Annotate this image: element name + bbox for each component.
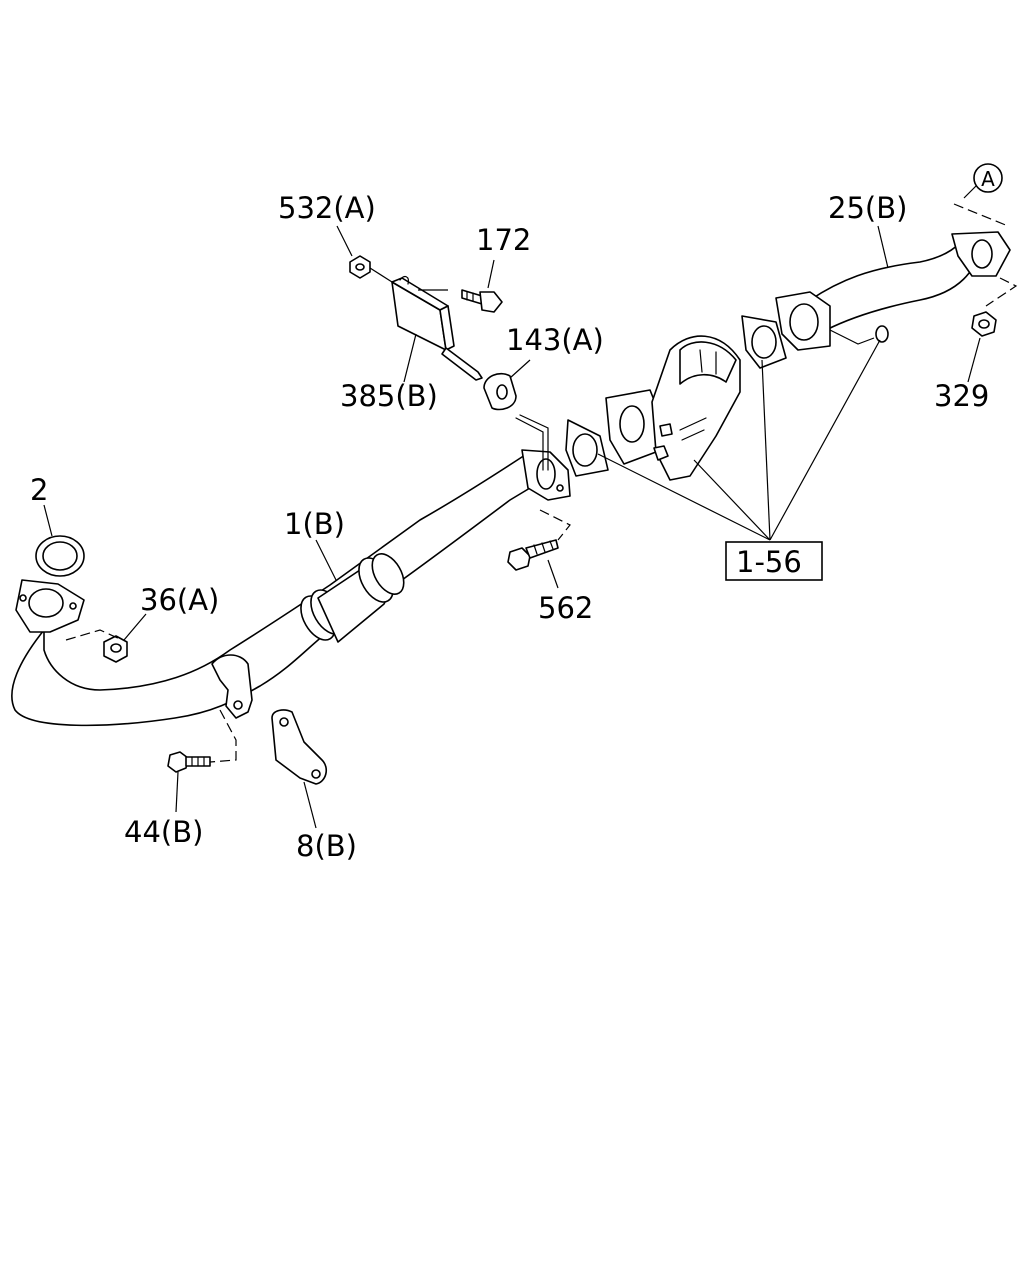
gasket-ring [35,535,85,577]
label-2: 2 [30,473,48,507]
reference-circle-a [973,163,1003,193]
label-1b: 1(B) [284,507,345,541]
label-329: 329 [934,379,989,413]
label-36a: 36(A) [140,583,219,617]
bolt-562 [507,539,559,571]
washer [875,325,889,343]
label-143a: 143(A) [506,323,604,357]
reference-label-a: A [981,167,995,191]
label-1-56: 1-56 [736,545,802,579]
label-172: 172 [476,223,531,257]
alignment-lines [65,203,1018,763]
label-532a: 532(A) [278,191,376,225]
label-385b: 385(B) [340,379,438,413]
muffler-assembly [605,335,741,481]
nut-532a [349,255,371,279]
rubber-hanger-143a [483,372,517,411]
front-exhaust-pipe [11,414,571,727]
part-labels: 532(A) 172 143(A) 385(B) 25(B) 329 2 1(B… [30,163,1003,863]
label-25b: 25(B) [828,191,907,225]
label-44b: 44(B) [124,815,203,849]
leader-lines [43,185,981,829]
gasket-front-square [565,419,609,477]
nut-36a [103,635,128,663]
nut-329 [971,311,997,337]
bolt-172 [461,289,503,313]
label-562: 562 [538,591,593,625]
tail-pipe-25b [775,231,1011,351]
bolt-44b [167,751,211,773]
gasket-rear-square [741,315,787,369]
bracket-8b [271,709,328,785]
shield-bracket-385b [391,275,483,381]
label-box-1-56 [725,541,823,581]
label-8b: 8(B) [296,829,357,863]
